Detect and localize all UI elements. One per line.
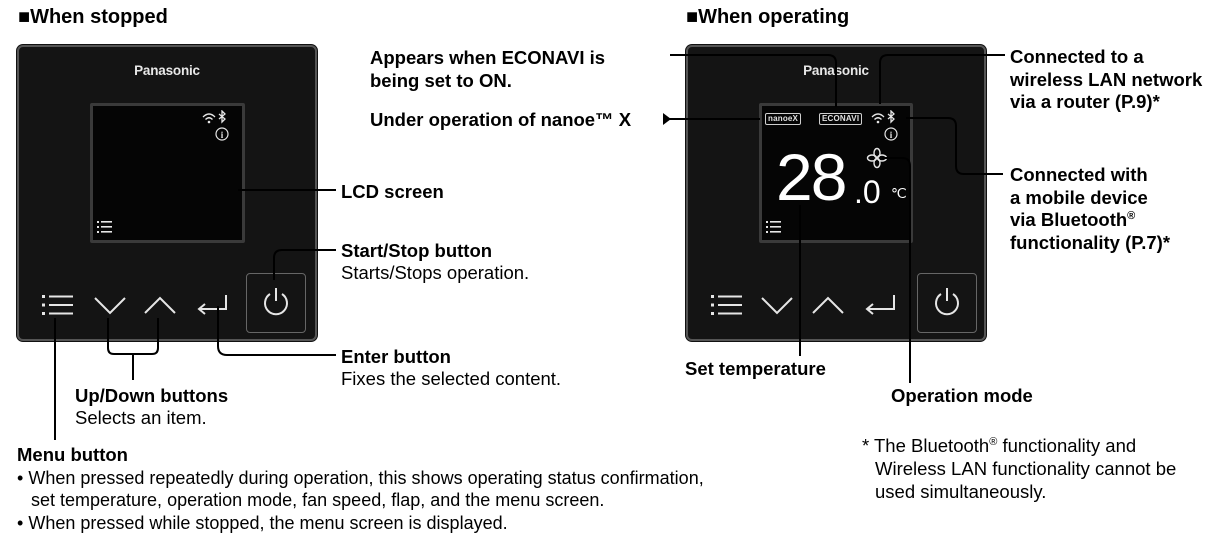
enter-title: Enter button	[341, 346, 451, 367]
registered-mark: ®	[1127, 209, 1136, 222]
lcd-screen: i	[90, 103, 245, 243]
menu-button-title: Menu button	[17, 444, 128, 465]
bt-line3: via Bluetooth®	[1010, 209, 1135, 231]
footnote-line3: used simultaneously.	[875, 481, 1047, 502]
up-button[interactable]	[143, 294, 177, 316]
up-button[interactable]	[811, 294, 845, 316]
operation-mode-label: Operation mode	[891, 385, 1033, 406]
lcd-screen: nanoeX ECONAVI i 28 .0 ℃	[759, 103, 913, 243]
registered-mark: ®	[989, 435, 998, 448]
econavi-line2: being set to ON.	[370, 70, 512, 91]
enter-desc: Fixes the selected content.	[341, 368, 562, 389]
menu-bullet-1-line1: When pressed repeatedly during operation…	[28, 468, 704, 488]
menu-bullet-1: • When pressed repeatedly during operati…	[17, 467, 704, 489]
start-stop-desc: Starts/Stops operation.	[341, 262, 530, 283]
heading-when-operating: ■When operating	[686, 6, 850, 28]
menu-button[interactable]	[710, 293, 744, 317]
info-icon	[884, 127, 898, 141]
leader-econavi	[670, 54, 837, 107]
bt-line3-text: via Bluetooth	[1010, 209, 1128, 230]
footnote-line1-a: * The Bluetooth	[862, 435, 990, 456]
menu-bullet-2: • When pressed while stopped, the menu s…	[17, 512, 508, 534]
leader-operation-mode	[882, 157, 911, 383]
set-temperature-value: 28	[776, 140, 847, 214]
econavi-badge: ECONAVI	[819, 113, 863, 125]
bullet-dot: •	[17, 513, 24, 533]
power-icon	[935, 288, 959, 316]
nanoe-x-badge: nanoeX	[765, 113, 802, 125]
updown-desc: Selects an item.	[75, 407, 207, 428]
wifi-icon	[871, 113, 885, 118]
set-temperature-decimal: .0	[854, 174, 881, 210]
updown-title: Up/Down buttons	[75, 385, 229, 406]
bt-line1: Connected with	[1010, 164, 1148, 185]
nanoe-label: Under operation of nanoe™ X	[370, 109, 632, 130]
start-stop-title: Start/Stop button	[341, 240, 493, 261]
status-icons: i	[202, 110, 229, 141]
cool-mode-icon	[866, 147, 888, 169]
wifi-icon	[202, 113, 216, 118]
heading-when-stopped: ■When stopped	[18, 6, 168, 28]
wlan-line3: via a router (P.9)*	[1010, 91, 1160, 112]
temperature-unit: ℃	[891, 185, 907, 201]
footnote-line2: Wireless LAN functionality cannot be	[875, 458, 1177, 479]
svg-text:i: i	[221, 130, 224, 140]
svg-text:i: i	[890, 130, 893, 140]
enter-button[interactable]	[196, 293, 230, 317]
bluetooth-icon	[887, 110, 895, 124]
footnote-line1: * The Bluetooth® functionality and	[862, 435, 1136, 458]
econavi-line1: Appears when ECONAVI is	[370, 47, 606, 68]
brand-logo: Panasonic	[134, 63, 200, 78]
footnote-line1-b: functionality and	[997, 435, 1137, 456]
info-icon	[215, 127, 229, 141]
menu-list-icon	[766, 221, 781, 233]
leader-start-stop	[273, 249, 336, 280]
menu-button[interactable]	[41, 293, 75, 317]
leader-updown-bracket	[107, 318, 159, 355]
status-icons: i	[871, 110, 898, 141]
set-temperature-label: Set temperature	[685, 358, 826, 379]
leader-enter	[217, 306, 336, 356]
wlan-line2: wireless LAN network	[1010, 69, 1203, 90]
bt-line4: functionality (P.7)*	[1010, 232, 1171, 253]
leader-bluetooth	[906, 117, 1003, 175]
menu-bullet-2-text: When pressed while stopped, the menu scr…	[28, 513, 508, 533]
wlan-line1: Connected to a	[1010, 46, 1144, 67]
lcd-screen-label: LCD screen	[341, 181, 444, 202]
bullet-dot: •	[17, 468, 24, 488]
power-icon	[264, 288, 288, 316]
menu-list-icon	[97, 221, 112, 233]
bt-line2: a mobile device	[1010, 187, 1148, 208]
down-button[interactable]	[760, 294, 794, 316]
menu-bullet-1-line2: set temperature, operation mode, fan spe…	[31, 490, 605, 510]
bluetooth-icon	[218, 110, 226, 124]
enter-button[interactable]	[864, 293, 898, 317]
start-stop-button[interactable]	[917, 273, 977, 333]
remote-controller-stopped: Panasonic i	[17, 45, 317, 341]
leader-wlan	[879, 54, 1005, 104]
nanoe-arrow	[663, 113, 671, 125]
start-stop-button[interactable]	[246, 273, 306, 333]
down-button[interactable]	[93, 294, 127, 316]
